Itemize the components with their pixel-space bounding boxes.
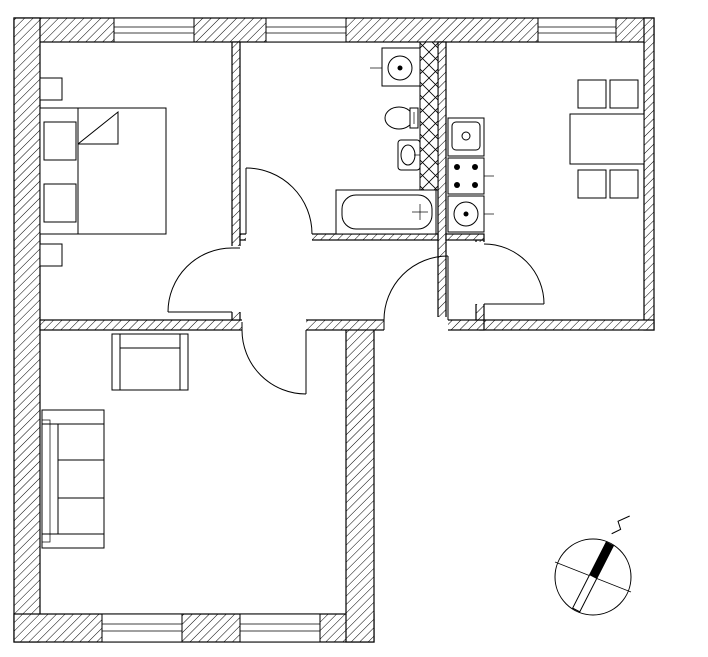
installation-shaft: [419, 41, 439, 191]
chair: [609, 169, 639, 199]
interior-wall-kitchen-left: [445, 233, 485, 241]
door-bathroom: [245, 167, 313, 243]
compass-needle: [571, 515, 630, 613]
double-bed: [39, 107, 167, 235]
dining-table: [569, 113, 645, 165]
interior-wall-bedroom-bath: [231, 41, 241, 321]
toilet: [384, 106, 419, 130]
nightstand-bottom: [39, 243, 63, 267]
water-heater: [447, 195, 494, 233]
kitchen-sink: [447, 117, 485, 157]
chair: [577, 169, 607, 199]
sofa: [41, 409, 105, 549]
doors: [167, 167, 545, 395]
interior-wall-bath-kitchen: [437, 41, 447, 321]
outer-wall-left: [13, 17, 41, 643]
bedroom-furniture: [39, 77, 167, 267]
outer-wall-kitchen-bottom: [479, 319, 655, 331]
door-entrance: [383, 255, 449, 333]
door-bedroom: [167, 246, 243, 313]
outer-wall-kitchen-right: [643, 17, 655, 331]
window-living-right: [239, 613, 321, 643]
door-kitchen: [473, 242, 545, 305]
dining-set: [569, 79, 645, 199]
bathroom-sink: [397, 139, 421, 171]
windows: [101, 17, 617, 643]
north-compass: [554, 515, 632, 616]
chair: [609, 79, 639, 109]
bathroom-fixtures: [335, 47, 437, 235]
chair: [577, 79, 607, 109]
bathtub: [335, 189, 437, 235]
living-room-furniture: [41, 333, 189, 549]
door-living-room: [241, 317, 307, 395]
window-kitchen: [537, 17, 617, 43]
window-living-left: [101, 613, 183, 643]
shower-drain: [370, 47, 421, 87]
armchair: [111, 333, 189, 391]
stove: [447, 157, 494, 195]
nightstand-top: [39, 77, 63, 101]
kitchen-fixtures: [447, 79, 645, 233]
window-bathroom: [265, 17, 347, 43]
outer-wall-living-right: [345, 321, 375, 643]
window-bedroom: [113, 17, 195, 43]
